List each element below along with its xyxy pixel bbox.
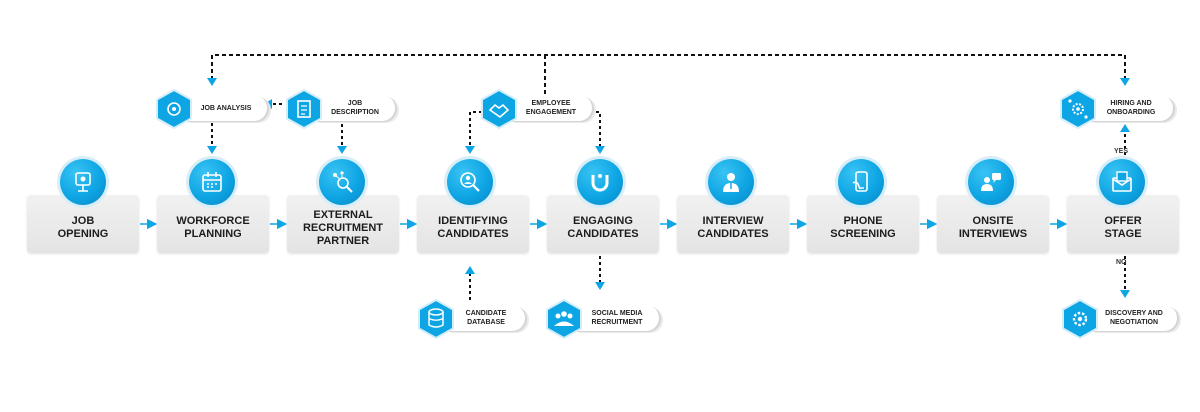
gear-icon [1062, 299, 1098, 339]
calendar-icon [189, 159, 235, 205]
database-icon [418, 299, 454, 339]
people-group-icon [546, 299, 582, 339]
interviewer-icon [708, 159, 754, 205]
analysis-icon [156, 89, 192, 129]
engagement-right-connector [590, 111, 601, 148]
job-opening-icon [60, 159, 106, 205]
stage-label: ENGAGING CANDIDATES [567, 215, 639, 240]
side-label: HIRING AND ONBOARDING [1106, 100, 1156, 116]
engagement-left-connector [469, 111, 482, 148]
loop-arrow-left [207, 78, 217, 86]
magnifier-network-icon [319, 159, 365, 205]
side-connectors [207, 99, 1130, 300]
no-label: NO [1116, 259, 1127, 266]
stage-label: WORKFORCE PLANNING [176, 215, 250, 240]
stage-label: JOB OPENING [57, 215, 109, 240]
side-label: DISCOVERY AND NEGOTIATION [1105, 310, 1163, 326]
stage-label: PHONE SCREENING [830, 215, 896, 240]
yes-label: YES [1114, 148, 1129, 155]
feedback-loop [207, 54, 1130, 105]
handshake-icon [481, 89, 517, 129]
stage-onsite-interviews: ONSITE INTERVIEWS [937, 195, 1049, 253]
side-label: CANDIDATE DATABASE [465, 310, 507, 326]
search-person-icon [447, 159, 493, 205]
gear-network-icon [1060, 89, 1096, 129]
chat-person-icon [968, 159, 1014, 205]
stage-label: INTERVIEW CANDIDATES [697, 215, 769, 240]
stage-label: OFFER STAGE [1104, 215, 1142, 240]
stage-label: IDENTIFYING CANDIDATES [437, 215, 509, 240]
stage-job-opening: JOB OPENING [27, 195, 139, 253]
offer-envelope-icon [1099, 159, 1145, 205]
side-label: EMPLOYEE ENGAGEMENT [525, 100, 577, 116]
side-label: SOCIAL MEDIA RECRUITMENT [591, 310, 643, 326]
loop-arrow-right [1120, 78, 1130, 86]
smartphone-icon [838, 159, 884, 205]
side-label: JOB ANALYSIS [200, 104, 252, 112]
document-icon [286, 89, 322, 129]
side-label: JOB DESCRIPTION [331, 100, 379, 116]
stage-label: ONSITE INTERVIEWS [958, 215, 1028, 240]
magnet-icon [577, 159, 623, 205]
stage-label: EXTERNAL RECRUITMENT PARTNER [302, 208, 384, 247]
top-loop-line [211, 54, 1126, 80]
